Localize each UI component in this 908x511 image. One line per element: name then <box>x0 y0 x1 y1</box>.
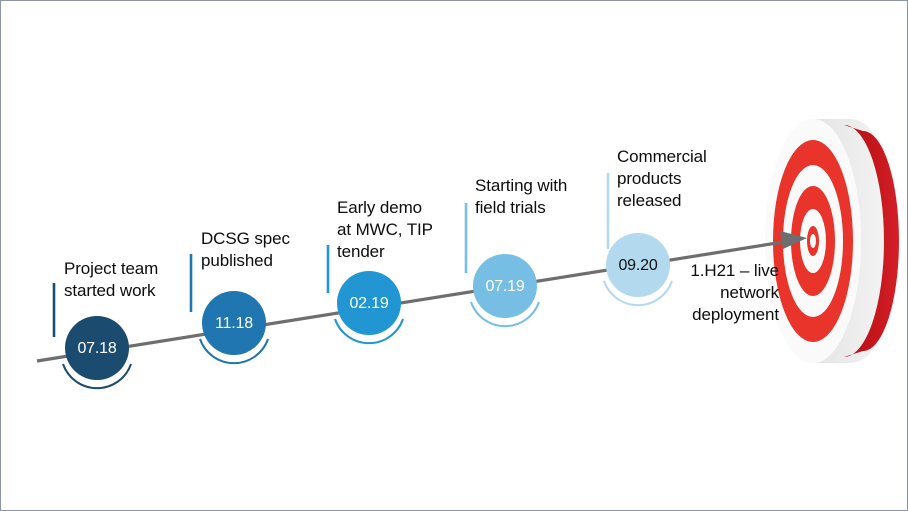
milestone-arc-07-19 <box>470 301 540 328</box>
milestone-label-07-18: Project team started work <box>64 259 159 300</box>
milestone-label-07-19: Starting with field trials <box>475 176 568 217</box>
milestone-node-07-18[interactable] <box>52 283 132 390</box>
milestone-circle-07-18[interactable] <box>65 316 129 380</box>
milestone-arc-07-18 <box>62 363 132 390</box>
milestone-circle-07-19[interactable] <box>473 254 537 318</box>
milestone-node-11-18[interactable] <box>189 254 269 365</box>
final-goal-label: 1.H21 – live network deployment <box>690 261 779 325</box>
milestone-node-09-20[interactable] <box>603 173 673 307</box>
target-side-outer <box>813 119 899 363</box>
target-bullseye <box>765 119 899 363</box>
milestone-arc-09-20 <box>603 280 673 307</box>
milestone-circle-02-19[interactable] <box>337 271 401 335</box>
timeline-arrow-head <box>780 231 807 249</box>
target-side-red <box>844 125 899 357</box>
milestone-label-11-18: DCSG spec published <box>201 229 290 270</box>
target-bullseye-center <box>810 234 816 248</box>
milestone-label-09-20: Commercial products released <box>617 147 707 210</box>
milestone-label-02-19: Early demo at MWC, TIP tender <box>337 198 433 261</box>
milestone-node-02-19[interactable] <box>326 245 404 345</box>
milestone-arc-11-18 <box>199 338 269 365</box>
milestone-arc-02-19 <box>334 318 404 345</box>
milestone-circle-09-20[interactable] <box>606 233 670 297</box>
milestone-circle-11-18[interactable] <box>202 291 266 355</box>
milestone-node-07-19[interactable] <box>464 203 540 328</box>
